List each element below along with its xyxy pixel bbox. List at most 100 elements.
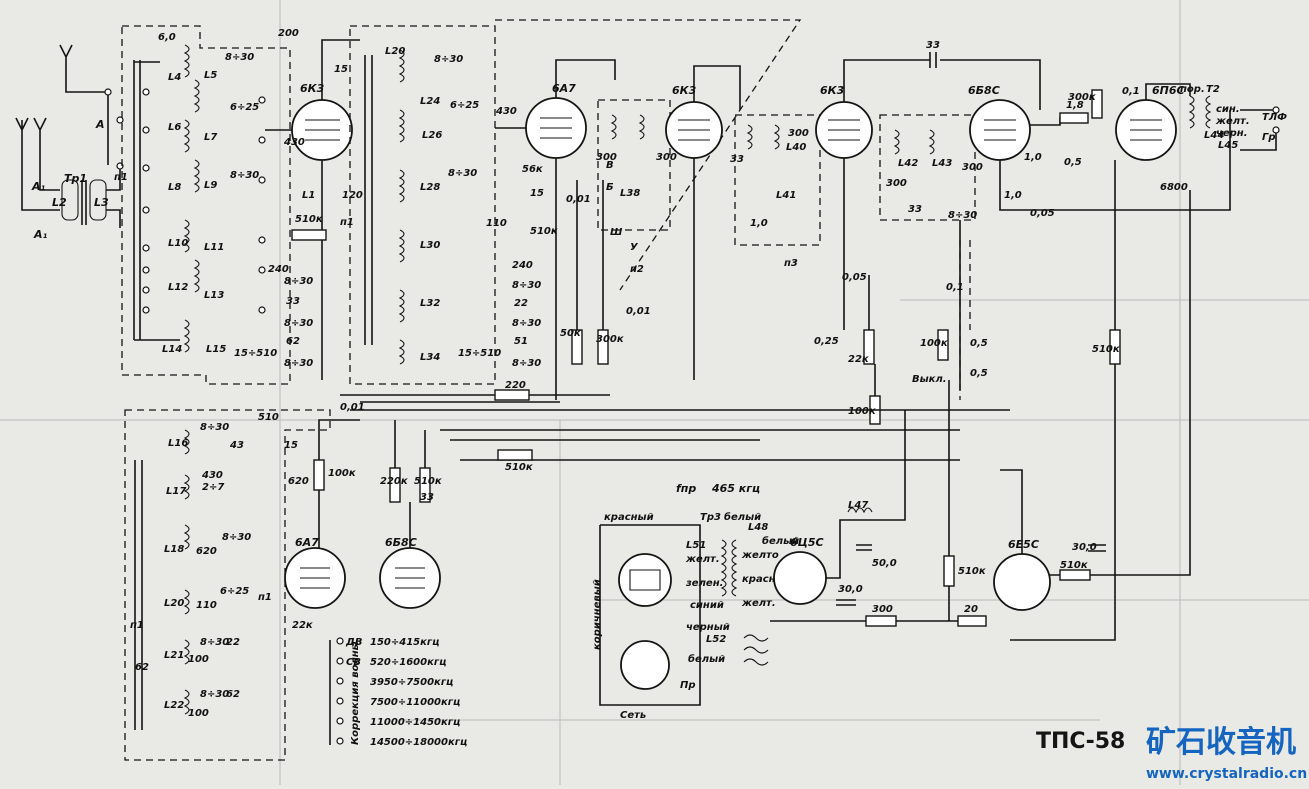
label-tr2: Т2: [1206, 84, 1220, 95]
ps-wire-9: желто: [741, 550, 779, 561]
if1-b2: Б: [606, 182, 614, 193]
coil-l4: L4: [168, 72, 181, 83]
res-510k-g-label: 510к: [958, 566, 986, 577]
tuning-eye-stage: 6Е5С 30,0 510к 510к 20: [943, 190, 1191, 627]
res-300: [865, 615, 897, 627]
out-wire-3: черн.: [1216, 128, 1248, 139]
coil-l22: L22: [164, 700, 184, 711]
det-1-0: 1,0: [1004, 190, 1022, 201]
cap-33-c: 33: [420, 492, 434, 503]
schematic-title: ТПС-58: [1036, 729, 1125, 754]
tube-out-label: 6П6С: [1152, 84, 1185, 97]
coil-l11: L11: [204, 242, 224, 253]
coil-l40: L40: [786, 142, 806, 153]
ps-wire-0: красный: [604, 512, 654, 523]
res-220: [494, 389, 530, 401]
res-510k-e: [497, 449, 533, 461]
coil-l30: L30: [420, 240, 440, 251]
detector-stage: 6Б8С 1,8 300к 1,0 1,0 0,5 0,05 0,1 100к …: [912, 84, 1231, 390]
band-range-1: 520÷1600кгц: [370, 657, 447, 668]
osc-110: 110: [196, 600, 217, 611]
cap-620-b: 620: [288, 476, 309, 487]
osc-2-7: 2÷7: [202, 482, 224, 493]
dashed-gang-link: [495, 19, 802, 291]
coil-l17: L17: [166, 486, 186, 497]
res-22k-b: 22к: [292, 620, 313, 631]
watermark: 矿石收音机 www.crystalradio.cn: [1146, 725, 1307, 782]
coil-l51: L51: [686, 540, 706, 551]
res-510k-b: 510к: [530, 226, 558, 237]
cap-33-a: 33: [286, 296, 300, 307]
input-coil-bank: L4 L5 L6 L7 L8 L9 L10 L11 L12 L13 L14 L1…: [121, 25, 313, 385]
res-300k-label: 300к: [596, 334, 624, 345]
res-510k-d-label: 510к: [414, 476, 442, 487]
cap-15-b: 15: [530, 188, 544, 199]
label-tlf: ТЛФ: [1262, 112, 1287, 123]
tube-rect-label: 6Ц5С: [790, 536, 824, 549]
det-0-5: 0,5: [1064, 157, 1082, 168]
coil-l9: L9: [204, 180, 217, 191]
band-code-0: ДВ: [345, 637, 363, 648]
coil-l20: L20: [164, 598, 184, 609]
coil-l1: L1: [302, 190, 315, 201]
ps-wire-6: белый: [688, 653, 725, 665]
cap-0-01-c: 0,01: [340, 402, 365, 413]
cap-430-b: 430: [495, 106, 517, 117]
cap-30-0-a: 30,0: [838, 584, 863, 595]
cap-15-510-b: 15÷510: [458, 348, 501, 359]
output-stage: 6П6С 0,1 Т2 L44 L45 син. желт. черн. пор…: [1010, 83, 1287, 641]
mixer-coil-bank: L20 L24 L26 L28 L30 L32 L34 8÷30 6÷25 8÷…: [340, 25, 541, 385]
label-vykl: Выкл.: [912, 374, 947, 385]
osc-62: 62: [226, 689, 240, 700]
watermark-url: www.crystalradio.cn: [1146, 766, 1307, 782]
label-a: А: [95, 118, 105, 131]
label-p1-osc: п1: [130, 620, 144, 631]
oscillator-coil-bank: L16 L17 L18 L20 L21 L22 п1 62 8÷30 43 43…: [124, 409, 331, 761]
cap-110-a: 110: [486, 218, 507, 229]
res-300-label: 300: [872, 604, 893, 615]
cap-22-a: 22: [514, 298, 528, 309]
osc-510: 510: [258, 412, 279, 423]
cap-8-30-h: 8÷30: [512, 280, 541, 291]
ps-wire-12: белый: [762, 535, 799, 547]
tube-if2-label: 6К3: [820, 84, 845, 97]
ps-wire-10: красн.: [742, 574, 779, 585]
pot-0-5-b: 0,5: [970, 368, 988, 379]
if3-c300-a: 300: [886, 178, 907, 189]
buses: 220 510к 0,01: [340, 380, 1010, 473]
res-510k-g: [943, 555, 955, 587]
band-range-3: 7500÷11000кгц: [370, 697, 460, 708]
cap-0-05-a: 0,05: [842, 272, 867, 283]
tube-rf-amp-label: 6К3: [300, 82, 325, 95]
res-510k-f-label: 510к: [1060, 560, 1088, 571]
rectifier-tube: [773, 551, 827, 605]
det-0-05: 0,05: [1030, 208, 1055, 219]
coil-l16: L16: [168, 438, 188, 449]
cap-240-b: 240: [512, 260, 533, 271]
label-a1-top: А₁: [31, 180, 46, 193]
label-set: Сеть: [620, 710, 646, 721]
osc-8-30-a: 8÷30: [200, 422, 229, 433]
out-wire-1: син.: [1216, 104, 1240, 115]
label-pr: Пр: [680, 680, 696, 691]
if-transformer-1: В Б L38 Ш У п2 300: [596, 99, 671, 275]
res-20-label: 20: [964, 604, 978, 615]
if1-u: У: [630, 242, 639, 253]
res-1-8: [1059, 112, 1089, 124]
if1-stage: 6К3 300: [656, 65, 741, 380]
cap-0-01-b: 0,01: [626, 306, 651, 317]
coil-l38: L38: [620, 188, 640, 199]
out-wire-4: пор.: [1180, 84, 1205, 95]
if2-stage: 6К3 33 0,05 0,25 22к 100к: [814, 40, 1041, 425]
osc-15: 15: [284, 440, 298, 451]
tube-if1-label: 6К3: [672, 84, 697, 97]
band-range-4: 11000÷1450кгц: [370, 717, 460, 728]
tube-osc-label: 6А7: [295, 536, 319, 549]
cap-15-a: 15: [334, 64, 348, 75]
coil-l6: L6: [168, 122, 181, 133]
coil-l12: L12: [168, 282, 188, 293]
osc-100-a: 100: [188, 654, 209, 665]
cap-8-30-d: 8÷30: [284, 318, 313, 329]
